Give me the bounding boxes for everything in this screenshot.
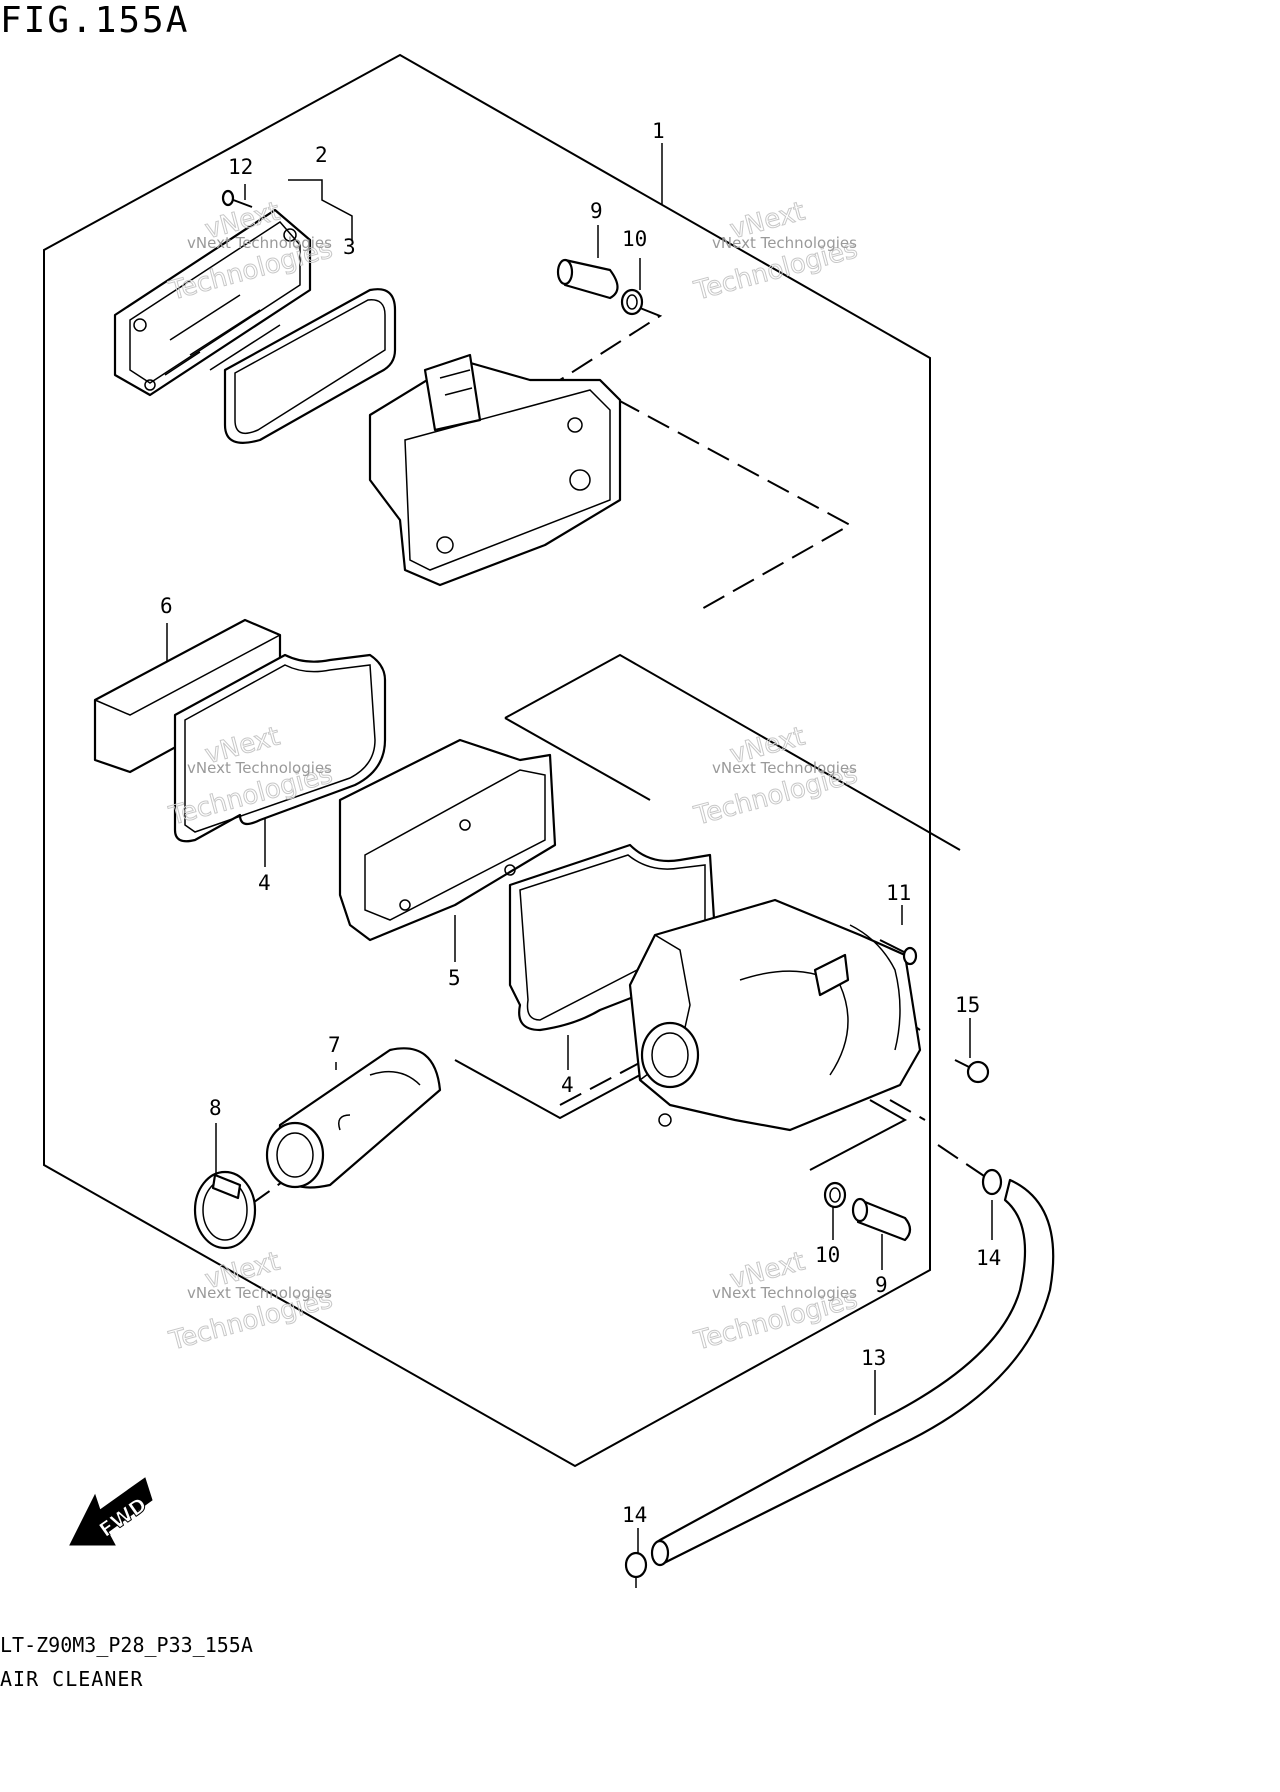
inner-frame: [454, 653, 961, 1171]
part-1-main-body: [628, 898, 922, 1132]
svg-text:vNext Technologies: vNext Technologies: [187, 759, 332, 777]
svg-text:vNext Technologies: vNext Technologies: [712, 759, 857, 777]
figure-title: FIG.155A: [0, 0, 190, 41]
part-12-screw: [221, 189, 253, 208]
callout-3: 3: [343, 235, 356, 259]
part-14-clip-lower: [624, 1551, 648, 1588]
callout-12: 12: [228, 155, 253, 179]
svg-text:vNext Technologies: vNext Technologies: [712, 234, 857, 252]
callout-9-lower: 9: [875, 1273, 888, 1297]
callout-14-lower: 14: [622, 1503, 647, 1527]
callout-4-upper: 4: [258, 871, 271, 895]
part-11-screw: [879, 939, 918, 966]
part-1-cleaner-case: [368, 353, 622, 587]
model-code: LT-Z90M3_P28_P33_155A: [0, 1633, 253, 1657]
callout-6: 6: [160, 594, 173, 618]
part-name: AIR CLEANER: [0, 1667, 144, 1691]
assembly-frame: [43, 53, 931, 1468]
callout-2: 2: [315, 143, 328, 167]
callout-11: 11: [886, 881, 911, 905]
callout-10-lower: 10: [815, 1243, 840, 1267]
part-2-upper-case: [113, 208, 312, 397]
part-8-clamp: [193, 1170, 257, 1250]
callout-10-upper: 10: [622, 227, 647, 251]
part-9-pipe-lower: [851, 1197, 912, 1242]
callout-5: 5: [448, 966, 461, 990]
callout-14-upper: 14: [976, 1246, 1001, 1270]
part-4-gasket-upper: [173, 653, 387, 843]
svg-text:vNext Technologies: vNext Technologies: [187, 1284, 332, 1302]
part-10-clip-upper: [620, 288, 644, 316]
callout-15: 15: [955, 993, 980, 1017]
svg-text:vNext Technologies: vNext Technologies: [712, 1284, 857, 1302]
part-3-gasket: [223, 288, 397, 444]
part-10-clip-lower: [823, 1181, 847, 1209]
callout-1: 1: [652, 119, 665, 143]
callout-9-upper: 9: [590, 199, 603, 223]
part-15-bolt: [954, 1059, 990, 1084]
callout-4-lower: 4: [561, 1073, 574, 1097]
callout-8: 8: [209, 1096, 222, 1120]
watermark-line1: vNext Technologies: [187, 234, 332, 252]
callout-7: 7: [328, 1033, 341, 1057]
callout-13: 13: [861, 1346, 886, 1370]
part-14-clip-upper: [981, 1168, 1003, 1196]
part-7-outlet-tube: [265, 1047, 442, 1189]
part-9-pipe-upper: [556, 258, 619, 300]
part-13-hose: [650, 1178, 1055, 1567]
callout-labels: 1 2 3 4 4 5 6 7 8 9 9 10 10 11 12 13 14 …: [160, 119, 1001, 1527]
fwd-arrow-icon: FWD: [69, 1477, 153, 1546]
part-5-element: [338, 738, 557, 942]
